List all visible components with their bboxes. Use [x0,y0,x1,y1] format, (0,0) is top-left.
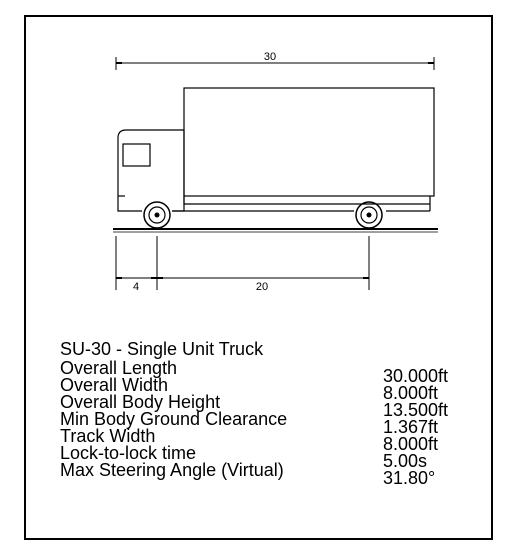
spec-label-overall-width: Overall Width [60,375,169,395]
spec-label-ground-clearance: Min Body Ground Clearance [60,409,288,429]
overall-length-dimension [115,57,435,70]
ground-line [113,228,438,233]
spec-value-overall-width: 8.000ft [383,383,439,403]
spec-label-body-height: Overall Body Height [60,392,221,412]
spec-value-track-width: 8.000ft [383,434,439,454]
truck-cab [117,129,185,212]
spec-label-steering-angle: Max Steering Angle (Virtual) [60,460,284,480]
spec-label-overall-length: Overall Length [60,358,178,378]
spec-value-ground-clearance: 1.367ft [383,417,439,437]
spec-value-lock-to-lock: 5.00s [383,451,428,471]
spec-value-overall-length: 30.000ft [383,366,449,386]
bottom-dimensions [115,236,370,290]
truck-body [172,87,435,212]
spec-label-lock-to-lock: Lock-to-lock time [60,443,197,463]
spec-value-steering-angle: 31.80° [383,468,436,488]
front-wheel [143,201,171,229]
diagram-frame [24,15,493,540]
overall-length-label: 30 [264,51,276,63]
vehicle-title: SU-30 - Single Unit Truck [60,339,264,359]
spec-value-body-height: 13.500ft [383,400,449,420]
wheelbase-label: 20 [256,281,268,293]
rear-wheel [355,201,383,229]
spec-label-track-width: Track Width [60,426,156,446]
front-overhang-label: 4 [133,281,139,293]
